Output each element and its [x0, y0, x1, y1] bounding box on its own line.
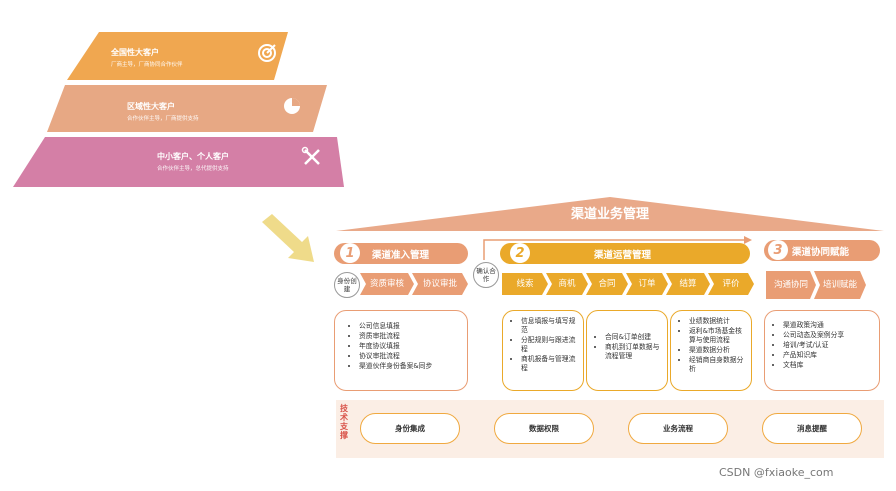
list-item: 商机到订单数据与流程管理: [605, 343, 661, 361]
step-opportunity: 商机: [546, 273, 588, 295]
section-collab-title: 渠道协同赋能: [792, 246, 850, 258]
target-icon: [258, 44, 276, 62]
list-item: 渠道数据分析: [689, 346, 745, 355]
tech-identity-integration: 身份集成: [360, 413, 460, 444]
list-item: 资质审批流程: [359, 332, 461, 341]
step-order: 订单: [626, 273, 668, 295]
collab-detail-box: 渠道政策沟通 公司动态及案例分享 培训/考试/认证 产品知识库 文档库: [764, 310, 880, 391]
step-communication: 沟通协同: [766, 271, 816, 299]
list-item: 协议审批流程: [359, 352, 461, 361]
step-training: 培训赋能: [814, 271, 866, 299]
banner-title: 渠道业务管理: [570, 207, 649, 222]
step-qualification-review: 资质审核: [360, 273, 414, 295]
pyramid-tier-2-title: 区域性大客户: [127, 102, 175, 111]
step-settlement: 结算: [666, 273, 710, 295]
list-item: 公司信息填报: [359, 322, 461, 331]
pyramid-tier-2-shape: [47, 85, 327, 132]
list-item: 经销商自身数据分析: [689, 356, 745, 374]
list-item: 渠道伙伴身份备案&同步: [359, 362, 461, 371]
pyramid-tier-1-shape: [67, 32, 288, 80]
list-item: 返利&市场基金核算与使用流程: [689, 327, 745, 345]
tools-icon: [301, 146, 320, 165]
list-item: 业绩数据统计: [689, 317, 745, 326]
tech-business-process: 业务流程: [628, 413, 728, 444]
list-item: 信息填报与填写规范: [521, 317, 577, 335]
section-operation-header: 渠道运营管理: [500, 243, 750, 264]
tech-message-reminder: 消息提醒: [762, 413, 862, 444]
pyramid-tier-3-title: 中小客户、个人客户: [157, 152, 229, 161]
section-admission-number: 1: [340, 243, 360, 263]
settlement-detail-box: 业绩数据统计 返利&市场基金核算与使用流程 渠道数据分析 经销商自身数据分析: [670, 310, 752, 391]
section-admission-title: 渠道准入管理: [372, 249, 430, 261]
identity-create-circle: 身份创建: [334, 272, 360, 298]
list-item: 合同&订单创建: [605, 333, 661, 342]
banner-shape: [336, 197, 884, 231]
tech-data-permission: 数据权限: [494, 413, 594, 444]
section-collab-number: 3: [768, 240, 788, 260]
customer-pyramid: [13, 32, 344, 187]
lead-detail-box: 信息填报与填写规范 分配规则与跟进流程 商机报备与管理流程: [502, 310, 584, 391]
list-item: 公司动态及案例分享: [783, 331, 873, 340]
pyramid-tier-2-subtitle: 合作伙伴主导，厂商提供支持: [127, 116, 199, 122]
list-item: 产品知识库: [783, 351, 873, 360]
step-evaluation: 评价: [708, 273, 754, 295]
pyramid-tier-1-title: 全国性大客户: [111, 48, 159, 57]
pointer-arrow-icon: [262, 214, 314, 262]
pyramid-tier-1-subtitle: 厂商主导，厂商协同合作伙伴: [111, 62, 183, 68]
section-operation-title: 渠道运营管理: [594, 249, 652, 261]
list-item: 渠道政策沟通: [783, 321, 873, 330]
section-collab-header: 渠道协同赋能: [764, 240, 880, 261]
pie-chart-icon: [284, 98, 300, 114]
flow-bracket: [483, 236, 752, 260]
list-item: 培训/考试/认证: [783, 341, 873, 350]
contract-detail-box: 合同&订单创建 商机到订单数据与流程管理: [586, 310, 668, 391]
pyramid-tier-3-subtitle: 合作伙伴主导，总代提供支持: [157, 166, 229, 172]
step-contract: 合同: [586, 273, 628, 295]
list-item: 文档库: [783, 361, 873, 370]
step-lead: 线索: [502, 273, 548, 295]
list-item: 分配规则与跟进流程: [521, 336, 577, 354]
section-admission-header: 渠道准入管理: [334, 243, 468, 264]
section-operation-number: 2: [510, 243, 530, 263]
tech-support-label: 技术支撑: [340, 404, 348, 440]
step-agreement-approval: 协议审批: [412, 273, 468, 295]
list-item: 商机报备与管理流程: [521, 355, 577, 373]
watermark: CSDN @fxiaoke_com: [719, 466, 834, 479]
admission-detail-box: 公司信息填报 资质审批流程 年度协议填报 协议审批流程 渠道伙伴身份备案&同步: [334, 310, 468, 391]
list-item: 年度协议填报: [359, 342, 461, 351]
pyramid-tier-3-shape: [13, 137, 344, 187]
confirm-cooperation-circle: 确认合作: [473, 262, 499, 288]
